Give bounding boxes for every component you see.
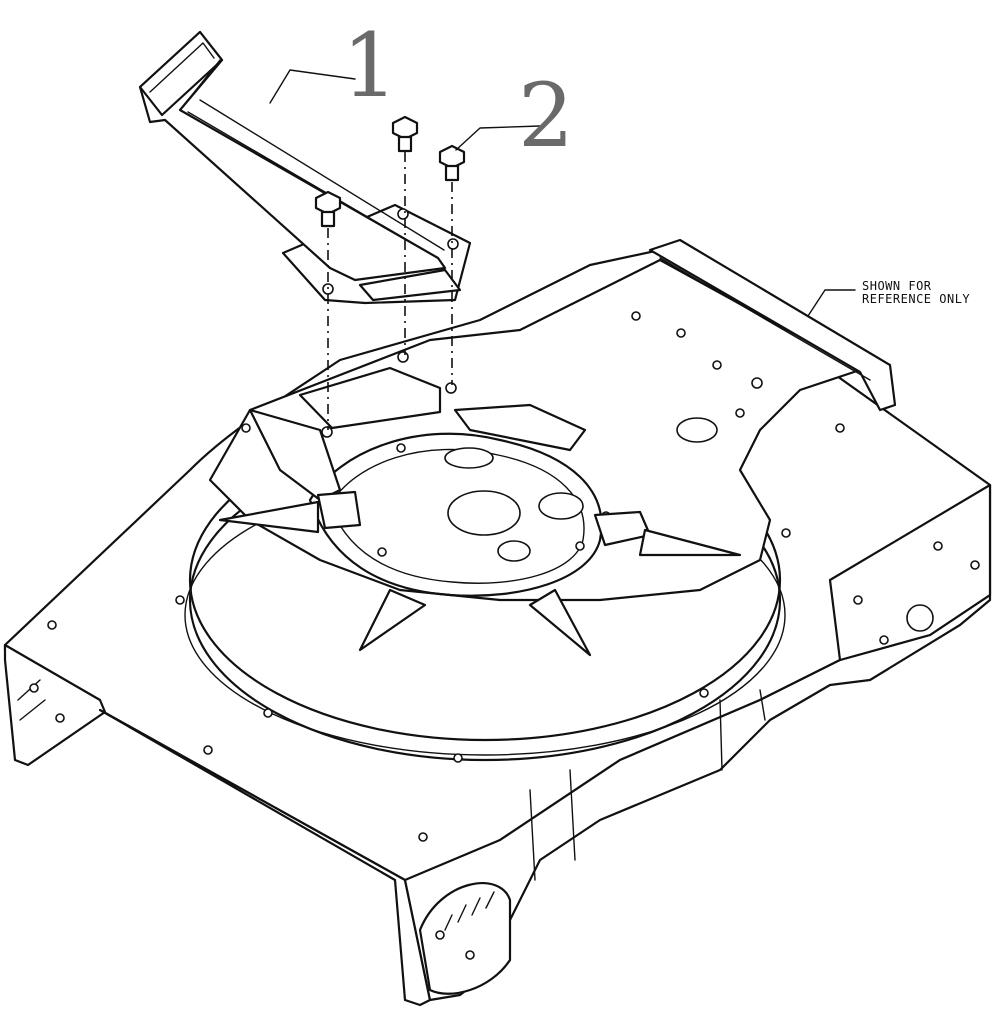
reference-note-line1: SHOWN FOR bbox=[862, 279, 932, 293]
bolt-middle bbox=[391, 115, 419, 153]
callout-1: 1 bbox=[342, 14, 398, 117]
reference-note-line2: REFERENCE ONLY bbox=[862, 292, 971, 306]
part-2-bolts bbox=[314, 115, 466, 228]
lift-spikes bbox=[218, 500, 742, 657]
bolt-left bbox=[314, 190, 342, 228]
leader-lines bbox=[269, 69, 856, 317]
blade-housing bbox=[248, 366, 652, 597]
bolt-right bbox=[438, 144, 466, 182]
reference-note: SHOWN FOR REFERENCE ONLY bbox=[862, 280, 970, 306]
assembly-lines bbox=[327, 152, 453, 430]
part-1-handle bbox=[138, 30, 472, 305]
callout-2: 2 bbox=[518, 64, 574, 167]
deck-holes bbox=[47, 311, 845, 842]
mower-deck bbox=[3, 238, 992, 1007]
